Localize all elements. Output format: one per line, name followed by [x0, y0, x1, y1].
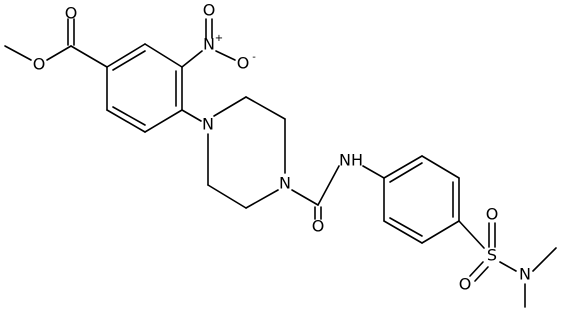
urea-c-nh-bond: [317, 165, 340, 206]
atom-piperazine-n-urea: N: [279, 174, 291, 193]
aniline-inner-double-bond-1: [389, 162, 423, 183]
atom-nitro-o-top: O: [203, 1, 216, 20]
aniline-ring-bond-2: [421, 155, 460, 179]
aniline-ring-bond-1: [383, 155, 423, 179]
ester-o-to-carbonyl-c-bond: [46, 45, 72, 61]
nitro-o-negative-charge: -: [252, 52, 256, 63]
piperazine-bond-4: [245, 189, 279, 209]
sulfonyl-o-bottom-bond-a: [469, 261, 484, 277]
aniline-ring-bond-5: [383, 220, 423, 244]
nitro-n-positive-charge: +: [215, 33, 223, 44]
atom-sulfonyl-s: S: [487, 246, 497, 265]
ester-c-to-ring-bond: [70, 45, 108, 68]
piperazine-bond-5: [207, 184, 247, 209]
aryl-piperazine-bond: [181, 109, 202, 122]
benzoate-inner-double-bond-3: [112, 106, 146, 126]
urea-n-c-bond: [291, 189, 319, 206]
sulfonyl-n-bond: [499, 261, 517, 272]
atom-sulfonyl-o-top: O: [486, 205, 499, 224]
bond-lines: [4, 18, 557, 308]
benzoate-ring-bond-5: [106, 109, 146, 133]
benzoate-ring-bond-2: [144, 43, 183, 68]
atom-amide-nh: NH: [339, 151, 363, 170]
piperazine-bond-1: [213, 96, 247, 117]
atom-piperazine-n-aryl: N: [202, 115, 214, 134]
atom-urea-o: O: [312, 217, 325, 236]
atom-ester-o-carbonyl: O: [65, 4, 78, 23]
atom-sulfonyl-o-bottom: O: [459, 275, 472, 294]
piperazine-bond-2: [245, 96, 286, 120]
amide-to-aryl-bond: [362, 165, 385, 179]
n-methyl-top-bond: [532, 247, 557, 272]
atom-sulfonamide-n: N: [519, 265, 531, 284]
benzoate-ring-bond-4: [144, 109, 183, 133]
atom-nitro-n: N: [203, 35, 215, 54]
benzoate-ring-bond-1: [106, 43, 146, 68]
benzoate-inner-double-bond-1: [112, 50, 146, 71]
atom-labels: O O N + O O - N N NH O S O O N: [33, 1, 531, 294]
atom-nitro-o-right: O: [237, 54, 250, 73]
nitro-c-n-bond: [181, 50, 203, 68]
sulfonyl-o-bottom-bond-b: [474, 266, 489, 282]
atom-ester-o-methyl: O: [33, 55, 46, 74]
ester-methyl-bond: [4, 45, 32, 61]
nitro-n-o-right-bond: [215, 50, 236, 61]
aniline-inner-double-bond-3: [389, 217, 423, 237]
aniline-ring-bond-4: [421, 220, 460, 244]
aryl-sulfonyl-bond: [458, 220, 485, 249]
